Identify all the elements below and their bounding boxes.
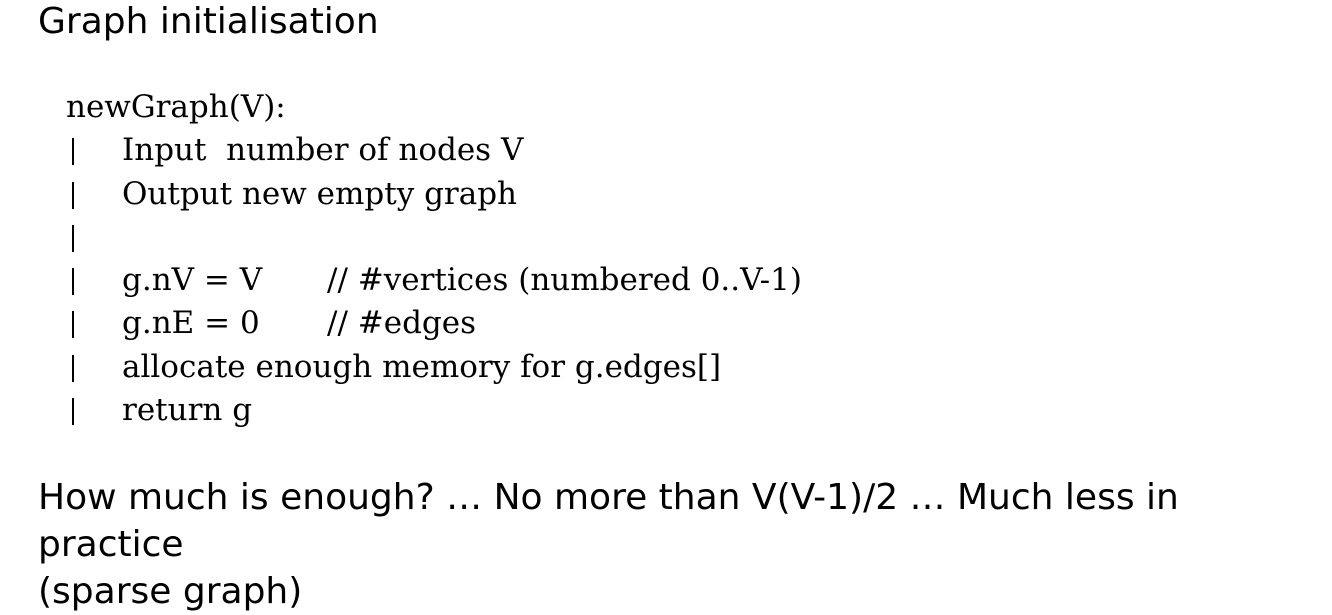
block-indent-bar bbox=[72, 398, 74, 426]
code-line: Output new empty graph bbox=[64, 173, 517, 216]
block-indent-bar bbox=[72, 268, 74, 296]
code-comment: // #edges bbox=[327, 305, 477, 342]
block-indent-bar bbox=[72, 181, 74, 209]
code-line: allocate enough memory for g.edges[] bbox=[64, 346, 721, 389]
code-line: g.nE = 0 // #edges bbox=[64, 302, 476, 345]
block-indent-bar bbox=[72, 311, 74, 339]
block-indent-bar bbox=[72, 138, 74, 166]
code-statement: return g bbox=[122, 392, 253, 429]
block-indent-bar bbox=[72, 224, 74, 252]
code-line: return g bbox=[64, 389, 252, 432]
function-signature-line: newGraph(V): bbox=[64, 86, 286, 129]
function-signature: newGraph(V): bbox=[66, 89, 286, 125]
footer-note: How much is enough? … No more than V(V-1… bbox=[38, 474, 1328, 615]
code-line: Input number of nodes V bbox=[64, 129, 523, 172]
footer-line: (sparse graph) bbox=[38, 571, 303, 612]
slide-heading: Graph initialisation bbox=[38, 1, 379, 42]
code-line bbox=[64, 216, 103, 259]
code-comment: // #vertices (numbered 0..V-1) bbox=[327, 262, 802, 299]
code-statement: g.nV = V bbox=[122, 262, 263, 299]
pseudocode-block: newGraph(V): Input number of nodes V Out… bbox=[64, 86, 802, 432]
code-line: g.nV = V // #vertices (numbered 0..V-1) bbox=[64, 259, 802, 302]
code-statement: g.nE = 0 bbox=[122, 305, 260, 342]
footer-line: How much is enough? … No more than V(V-1… bbox=[38, 477, 1179, 565]
block-indent-bar bbox=[72, 354, 74, 382]
code-statement: Input number of nodes V bbox=[122, 132, 524, 169]
code-statement: Output new empty graph bbox=[122, 175, 518, 212]
code-statement: allocate enough memory for g.edges[] bbox=[122, 348, 722, 385]
